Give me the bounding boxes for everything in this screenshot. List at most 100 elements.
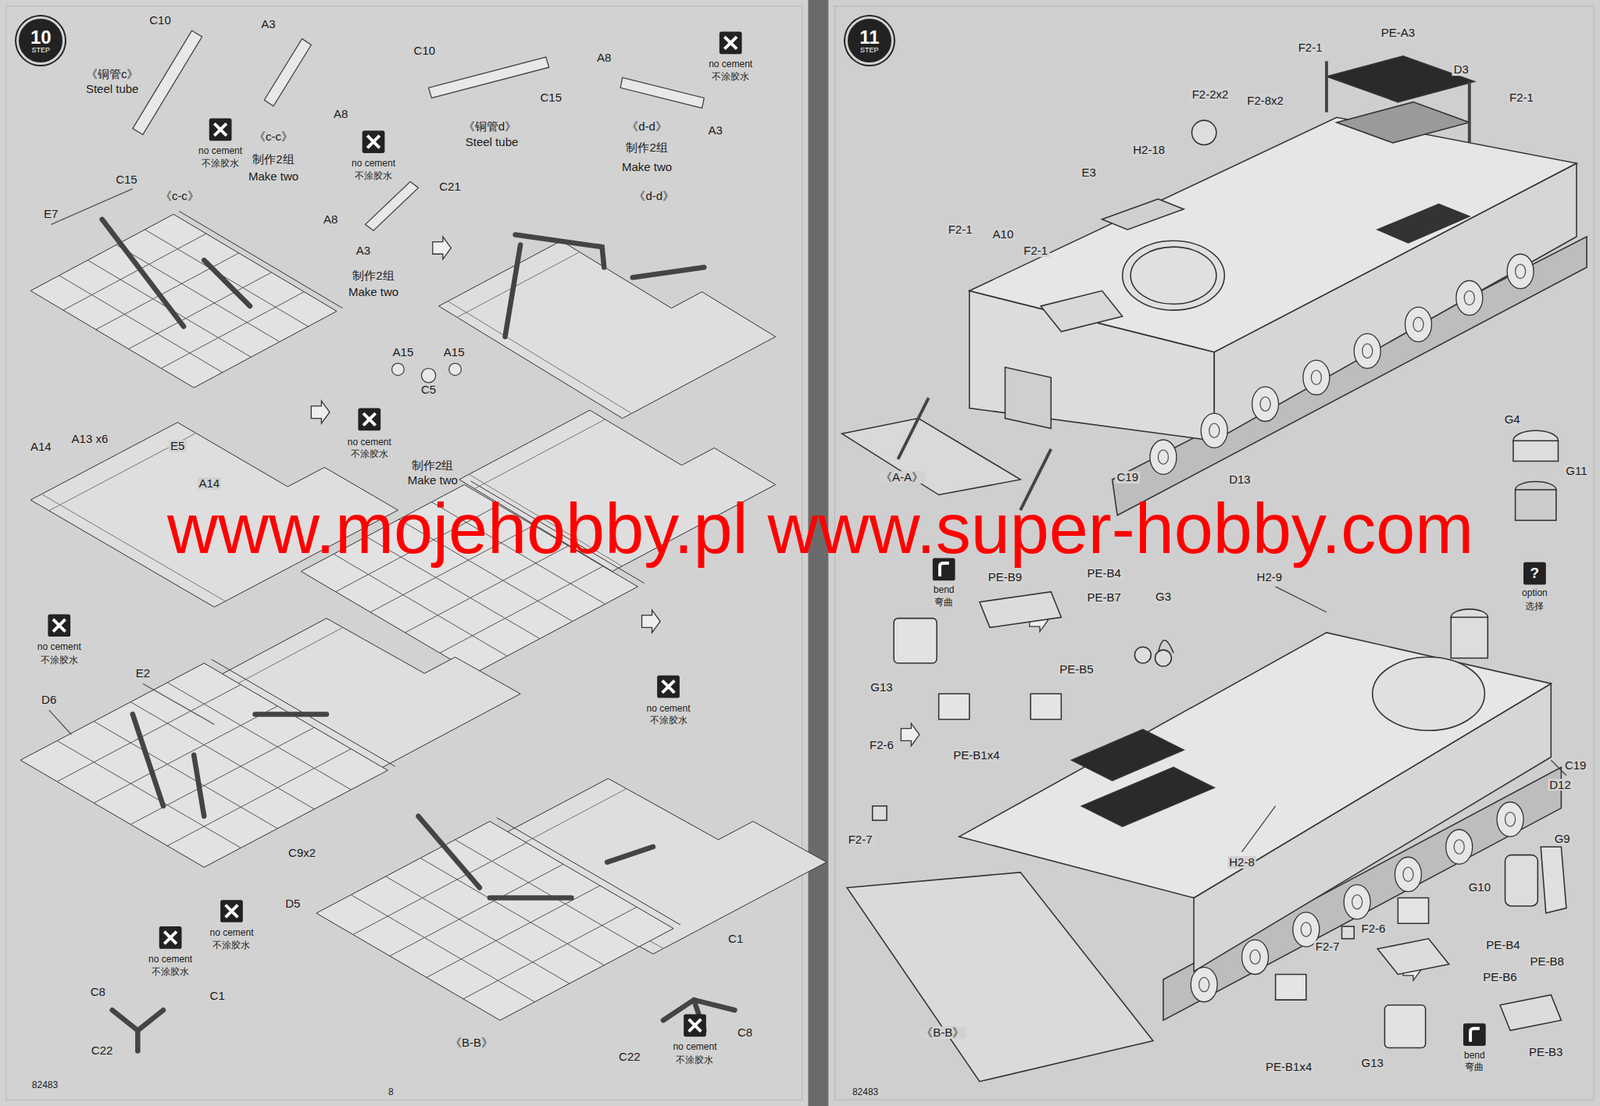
part-callout: E2 (134, 667, 152, 680)
part-callout: PE-B4 (1085, 567, 1123, 580)
part-callout: G13 (1360, 1057, 1386, 1070)
part-callout: C8 (89, 985, 108, 999)
part-callout: PE-B1x4 (951, 749, 1001, 762)
part-callout: E5 (168, 439, 186, 453)
part-callout: F2-8x2 (1245, 94, 1286, 108)
part-callout: 制作2组 (250, 153, 296, 166)
part-callout: PE-B9 (986, 571, 1024, 584)
note-text: no cement (671, 1042, 718, 1053)
note-text: 不涂胶水 (349, 449, 390, 460)
note-text: no cement (644, 703, 692, 714)
part-callout: A14 (196, 477, 222, 490)
part-callout: H2-8 (1227, 856, 1257, 869)
note-text: 不涂胶水 (353, 170, 394, 181)
part-callout: 《d-d》 (632, 189, 676, 203)
note-text: 不涂胶水 (648, 715, 690, 726)
part-callout: C10 (412, 44, 438, 58)
part-callout: 制作2组 (350, 269, 396, 283)
part-callout: PE-B6 (1481, 971, 1518, 985)
part-callout: F2-2x2 (1190, 89, 1231, 102)
part-callout: 《铜管d》 (461, 120, 518, 133)
part-callout: 《A-A》 (878, 471, 925, 484)
note-text: 82483 (850, 1086, 880, 1097)
part-callout: F2-6 (1360, 922, 1388, 936)
part-callout: PE-B3 (1527, 1046, 1565, 1059)
part-callout: F2-6 (867, 739, 896, 752)
part-callout: D6 (39, 693, 58, 707)
part-callout: C1 (726, 932, 745, 946)
part-callout: E3 (1079, 166, 1097, 179)
note-text: no cement (35, 642, 83, 653)
part-callout: G4 (1503, 413, 1522, 426)
part-callout: A15 (391, 346, 416, 359)
note-text: 不涂胶水 (710, 71, 751, 83)
part-callout: C15 (539, 92, 565, 105)
part-callout: D3 (1452, 63, 1471, 76)
part-callout: A3 (259, 17, 277, 31)
part-callout: D13 (1227, 473, 1253, 486)
note-text: 8 (386, 1086, 396, 1097)
part-callout: 制作2组 (410, 459, 455, 472)
part-callout: F2-7 (846, 833, 875, 847)
part-callout: C9x2 (286, 846, 318, 860)
note-text: 不涂胶水 (150, 966, 191, 977)
watermark: www.mojehobby.pl www.super-hobby.com (167, 493, 1474, 565)
part-callout: E7 (42, 207, 60, 221)
part-callout: PE-B8 (1528, 955, 1565, 968)
part-callout: A13 x6 (70, 432, 111, 446)
part-callout: A3 (706, 124, 724, 137)
part-callout: A10 (991, 228, 1016, 242)
part-callout: D12 (1547, 778, 1573, 792)
part-callout: G9 (1553, 832, 1572, 846)
note-text: no cement (707, 59, 754, 70)
part-callout: 《铜管c》 (84, 67, 141, 81)
part-callout: A3 (354, 244, 372, 258)
note-text: no cement (146, 954, 194, 965)
note-text: 不涂胶水 (210, 939, 252, 950)
step-word: STEP (860, 46, 879, 54)
note-text: no cement (207, 928, 255, 939)
step-badge: 11STEP (845, 16, 894, 65)
part-callout: H2-9 (1255, 571, 1285, 584)
part-callout: C5 (419, 383, 438, 397)
part-callout: Make two (406, 474, 460, 487)
part-callout: G11 (1564, 465, 1589, 479)
note-text: bend (932, 585, 957, 596)
part-callout: A15 (442, 346, 467, 359)
part-callout: G13 (868, 682, 894, 695)
part-callout: F2-7 (1314, 940, 1342, 954)
part-callout: C1 (208, 989, 227, 1003)
note-text: no cement (346, 436, 393, 447)
note-text: 弯曲 (1463, 1062, 1486, 1073)
part-callout: PE-B7 (1085, 592, 1123, 605)
part-callout: 制作2组 (624, 142, 669, 155)
part-callout: PE-A3 (1379, 26, 1417, 40)
note-text: no cement (196, 146, 244, 157)
step-badge: 10STEP (16, 16, 65, 65)
note-text: 选择 (1523, 601, 1546, 612)
option-icon-mark: ? (1528, 565, 1542, 582)
part-callout: A8 (595, 52, 613, 65)
part-callout: A8 (332, 107, 350, 121)
part-callout: Make two (246, 170, 300, 183)
note-text: 不涂胶水 (200, 158, 241, 169)
part-callout: C15 (114, 173, 140, 186)
part-callout: 《B-B》 (919, 1026, 966, 1040)
part-callout: Steel tube (84, 82, 141, 96)
part-callout: C19 (1563, 759, 1589, 772)
part-callout: A8 (321, 213, 340, 226)
part-callout: G10 (1467, 882, 1493, 895)
note-text: 不涂胶水 (674, 1055, 715, 1066)
part-callout: C22 (617, 1050, 643, 1064)
part-callout: D5 (283, 897, 302, 911)
part-callout: 《d-d》 (625, 120, 669, 133)
note-text: option (1520, 588, 1550, 599)
part-callout: F2-1 (1021, 244, 1050, 258)
note-text: bend (1462, 1050, 1487, 1061)
step-word: STEP (31, 46, 50, 54)
note-text: no cement (350, 158, 397, 169)
part-callout: PE-B4 (1484, 939, 1522, 952)
part-callout: Make two (346, 285, 400, 299)
part-callout: Steel tube (464, 135, 521, 149)
part-callout: F2-1 (946, 223, 975, 236)
